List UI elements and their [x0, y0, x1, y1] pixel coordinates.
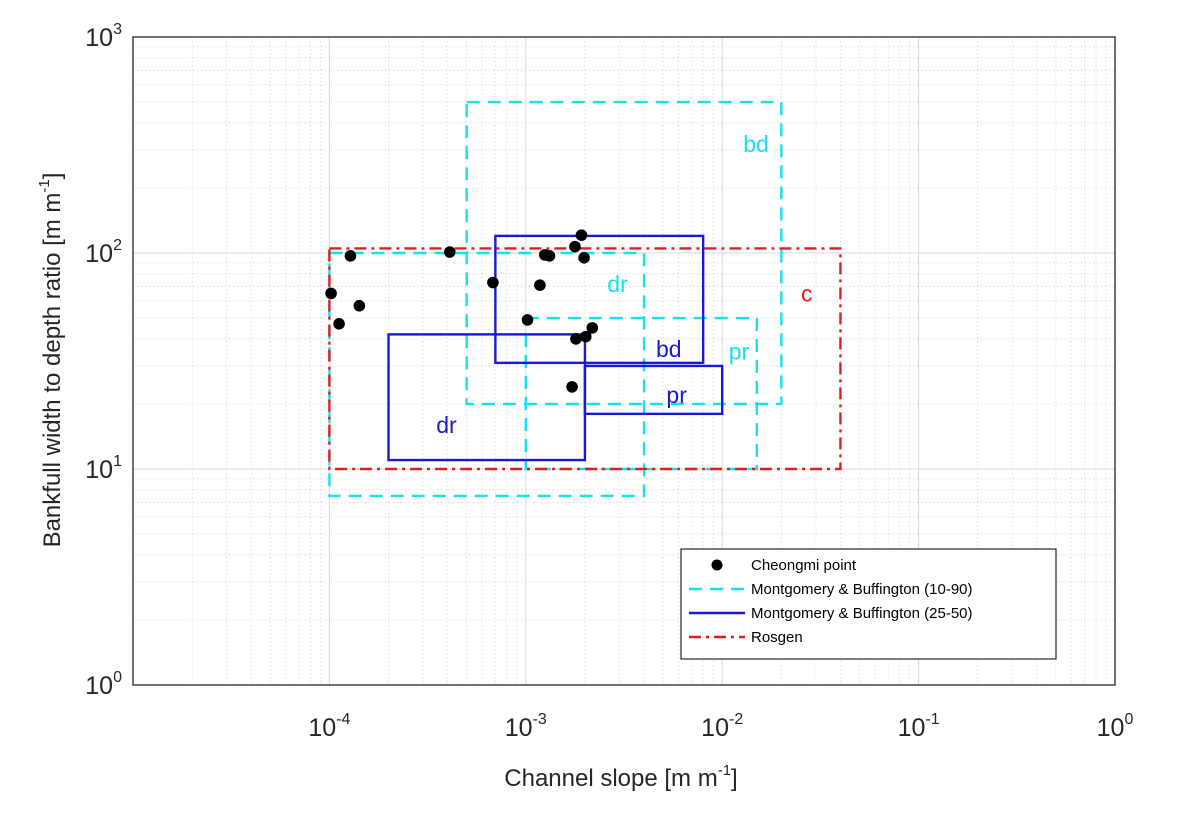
data-point — [353, 299, 366, 312]
box-mb2550-bd — [494, 234, 705, 365]
y-tick-label: 101 — [85, 453, 122, 484]
box-label-mb1090-dr: dr — [607, 271, 628, 297]
legend-label: Rosgen — [751, 629, 803, 646]
y-tick-label: 102 — [85, 237, 122, 268]
x-axis-title-main: Channel slope [m m — [504, 765, 717, 792]
data-point — [487, 276, 499, 289]
box-label-mb2550-bd: bd — [656, 336, 682, 362]
data-point — [325, 287, 337, 300]
x-tick-label: 10-1 — [898, 711, 940, 742]
x-axis-title: Channel slope [m m-1] — [504, 762, 737, 792]
y-tick-label: 100 — [85, 669, 122, 700]
data-point — [575, 229, 588, 241]
data-point — [579, 330, 592, 343]
data-point — [586, 322, 599, 334]
data-point — [333, 318, 345, 330]
data-point — [344, 250, 357, 262]
box-label-rosgen-c: c — [801, 280, 813, 306]
legend-label: Montgomery & Buffington (10-90) — [751, 581, 973, 598]
x-axis-title-sup: -1 — [718, 762, 731, 779]
box-label-mb2550-dr: dr — [436, 412, 457, 438]
box-label-mb1090-bd: bd — [743, 131, 769, 157]
data-point — [543, 250, 556, 262]
y-axis-title-suffix: ] — [39, 173, 66, 180]
y-axis-title: Bankfull width to depth ratio [m m-1] — [36, 173, 66, 548]
y-axis-title-main: Bankfull width to depth ratio [m m — [39, 193, 66, 548]
legend-box — [680, 548, 1057, 660]
data-point — [534, 279, 546, 291]
y-tick-labels: 100 101 102 103 — [85, 21, 122, 700]
data-point — [443, 246, 456, 258]
legend-label: Montgomery & Buffington (25-50) — [751, 605, 973, 622]
box-mb2550-pr — [583, 364, 724, 416]
box-label-mb2550-pr: pr — [666, 382, 687, 408]
x-tick-label: 10-2 — [701, 711, 743, 742]
data-point — [578, 252, 590, 264]
data-point — [566, 381, 578, 393]
box-rosgen-c — [328, 247, 842, 471]
x-axis-title-suffix: ] — [731, 765, 738, 792]
legend-marker-dot — [711, 559, 723, 571]
box-mb1090-dr — [328, 251, 646, 498]
data-point — [569, 240, 581, 253]
legend-label: Cheongmi point — [751, 557, 857, 574]
classification-boxes: bd dr pr bd dr pr c — [328, 100, 842, 498]
box-mb1090-pr — [524, 316, 758, 471]
box-label-mb1090-pr: pr — [729, 338, 750, 364]
plot-frame — [132, 36, 1116, 686]
x-tick-labels: 10-4 10-3 10-2 10-1 100 — [308, 711, 1133, 742]
x-tick-label: 10-3 — [505, 711, 547, 742]
data-point — [521, 314, 534, 326]
x-tick-label: 100 — [1097, 711, 1134, 742]
x-tick-label: 10-4 — [308, 711, 350, 742]
y-tick-label: 103 — [85, 21, 122, 52]
data-points — [325, 229, 599, 393]
data-point — [570, 333, 582, 345]
y-axis-title-sup: -1 — [36, 179, 53, 192]
